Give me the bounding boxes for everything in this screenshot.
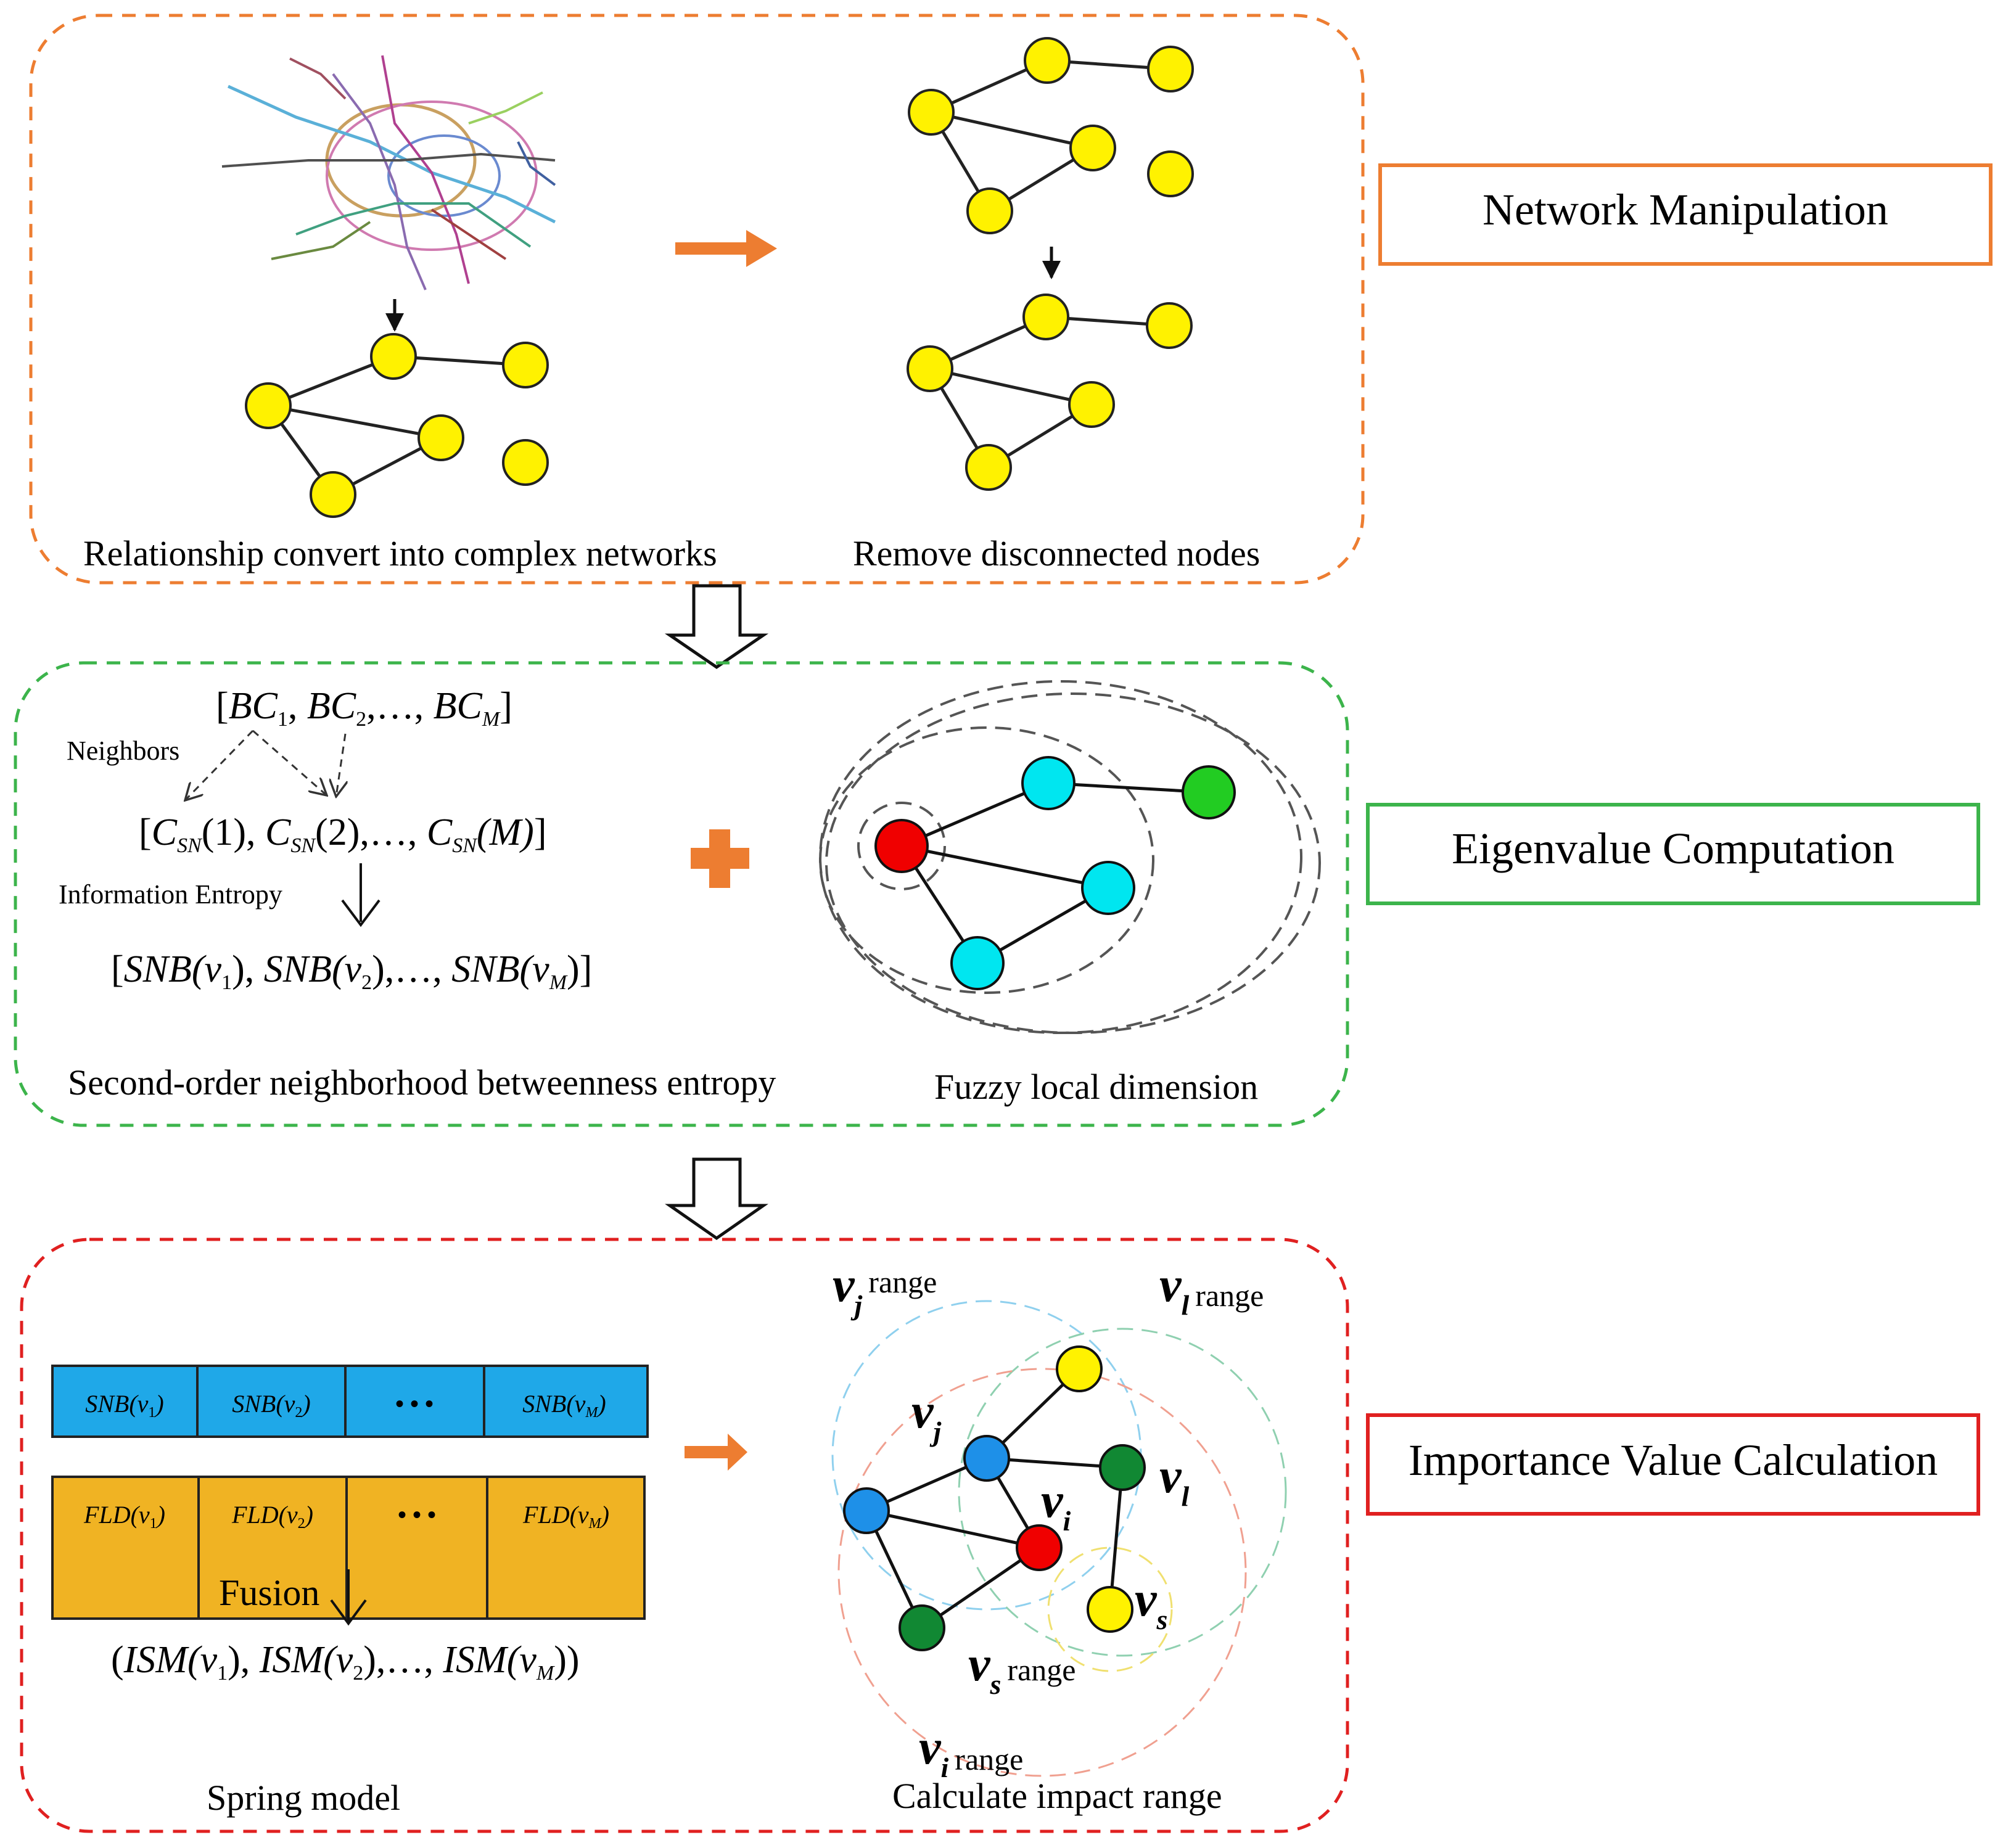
stage-arrow-2: [665, 1157, 768, 1241]
node-label-vi: vi: [1041, 1474, 1071, 1537]
ism-vector: (ISM(v1), ISM(v2),…, ISM(vM)): [111, 1639, 580, 1685]
fld-cell-m: FLD(vM): [522, 1501, 609, 1532]
network-caption-right: Remove disconnected nodes: [853, 533, 1260, 573]
node-label-vs: vs: [1135, 1572, 1167, 1635]
impact-graph-edges: [865, 1368, 1124, 1630]
importance-stage-label-box: [1366, 1413, 1980, 1516]
graph-3-nodes: [907, 294, 1193, 491]
orange-plus-icon: [691, 829, 749, 888]
snb-cell-2: SNB(v2): [232, 1390, 311, 1421]
impact-graph-nodes: [843, 1345, 1146, 1651]
importance-caption-left: Spring model: [207, 1778, 400, 1818]
fusion-label: Fusion: [219, 1572, 319, 1613]
fuzzy-graph-edges: [900, 781, 1209, 965]
node-label-vl: vl: [1159, 1449, 1190, 1512]
importance-caption-right: Calculate impact range: [892, 1776, 1222, 1816]
orange-right-arrow: [675, 230, 777, 267]
info-entropy-arrow: [341, 863, 380, 927]
importance-stage-frame: [20, 1238, 1349, 1833]
bc-vector: [BC1, BC2,…, BCM]: [216, 685, 512, 731]
fld-cell-1: FLD(v1): [83, 1501, 165, 1532]
range-label-vj: vjrange: [833, 1258, 937, 1321]
snb-vector: [SNB(v1), SNB(v2),…, SNB(vM)]: [111, 948, 592, 994]
fusion-arrow: [330, 1569, 367, 1626]
importance-stage-label: Importance Value Calculation: [1409, 1435, 1938, 1485]
eigen-stage-frame: [14, 661, 1349, 1127]
network-stage-label: Network Manipulation: [1483, 185, 1888, 234]
info-entropy-label: Information Entropy: [59, 879, 282, 910]
fuzzy-graph-nodes: [874, 756, 1236, 990]
graph-2-nodes: [908, 37, 1194, 234]
snb-cell-m: SNB(vM): [522, 1390, 606, 1421]
network-caption-left: Relationship convert into complex networ…: [83, 533, 717, 573]
fld-cell-dots: • • •: [398, 1501, 436, 1529]
neighbors-label: Neighbors: [67, 736, 179, 766]
stage-arrow-1: [664, 584, 769, 670]
metro-map-image: [221, 55, 556, 290]
network-stage-frame: [29, 14, 1365, 585]
snb-cell-1: SNB(v1): [85, 1390, 164, 1421]
csn-vector: [CSN(1), CSN(2),…, CSN(M)]: [139, 811, 547, 857]
eigen-caption-left: Second-order neighborhood betweenness en…: [68, 1062, 776, 1103]
eigen-stage-label: Eigenvalue Computation: [1452, 824, 1894, 873]
fld-cell-2: FLD(v2): [231, 1501, 313, 1532]
fuzzy-dimension-circles: [819, 680, 1321, 1034]
eigen-stage-label-box: [1366, 803, 1980, 905]
snb-bar: [51, 1365, 649, 1438]
node-label-vj: vj: [911, 1384, 942, 1447]
network-stage-label-box: [1378, 163, 1993, 266]
snb-cell-dots: • • •: [395, 1390, 434, 1418]
neighbor-arrows: [185, 729, 345, 800]
graph-1-nodes: [245, 333, 549, 518]
orange-right-arrow-2: [685, 1434, 747, 1471]
eigen-caption-right: Fuzzy local dimension: [934, 1067, 1258, 1107]
